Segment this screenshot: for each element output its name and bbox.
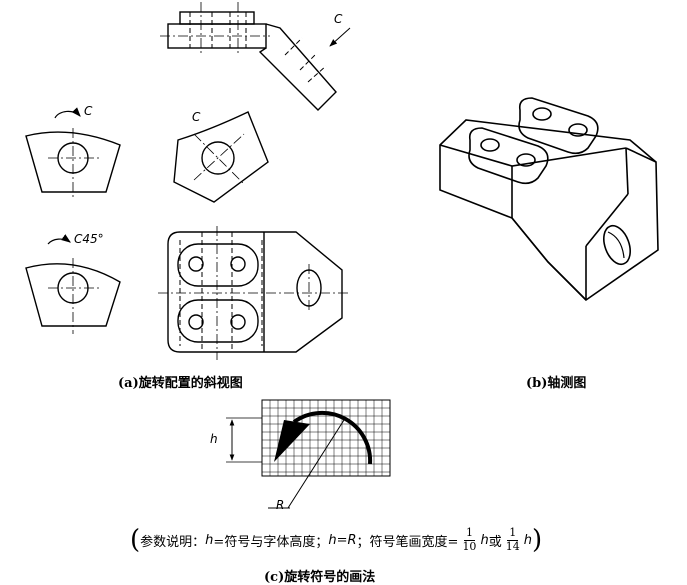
isometric-view bbox=[439, 97, 659, 302]
note-h-var: h bbox=[205, 532, 214, 548]
note-part3: ；符号笔画宽度= bbox=[356, 534, 459, 550]
left-paren: ( bbox=[130, 525, 141, 555]
direction-c-label: C bbox=[334, 12, 343, 26]
oblique-c-label: C bbox=[192, 110, 201, 124]
radius-r-label: R bbox=[276, 498, 285, 512]
note-part2: = bbox=[336, 532, 348, 548]
note-h-var4: h bbox=[523, 532, 532, 548]
parameter-note: ( 参数说明： h =符号与字体高度； h = R ；符号笔画宽度= 1 10 … bbox=[130, 520, 542, 560]
main-view-top bbox=[160, 2, 351, 111]
view-c-label: C bbox=[84, 104, 93, 118]
rotated-view-c45 bbox=[25, 234, 121, 334]
height-h-label: h bbox=[210, 432, 218, 446]
fraction-one-tenth: 1 10 bbox=[462, 526, 477, 553]
caption-c: (c)旋转符号的画法 bbox=[264, 570, 376, 585]
rotated-view-c bbox=[25, 107, 121, 198]
note-h-var2: h bbox=[328, 532, 337, 548]
plan-view bbox=[158, 226, 350, 360]
note-part1: =符号与字体高度； bbox=[213, 534, 329, 550]
caption-b: (b)轴测图 bbox=[526, 376, 587, 391]
note-prefix: 参数说明： bbox=[140, 534, 206, 550]
note-or: 或 bbox=[488, 534, 502, 550]
oblique-view-c bbox=[173, 111, 269, 203]
view-c45-label: C45° bbox=[74, 232, 104, 246]
rotation-symbol-grid bbox=[226, 399, 391, 509]
fraction-one-fourteenth: 1 14 bbox=[505, 526, 520, 553]
note-r-var: R bbox=[347, 532, 357, 548]
right-paren: ) bbox=[531, 525, 543, 555]
note-h-var3: h bbox=[480, 532, 489, 548]
caption-a: (a)旋转配置的斜视图 bbox=[118, 376, 243, 391]
